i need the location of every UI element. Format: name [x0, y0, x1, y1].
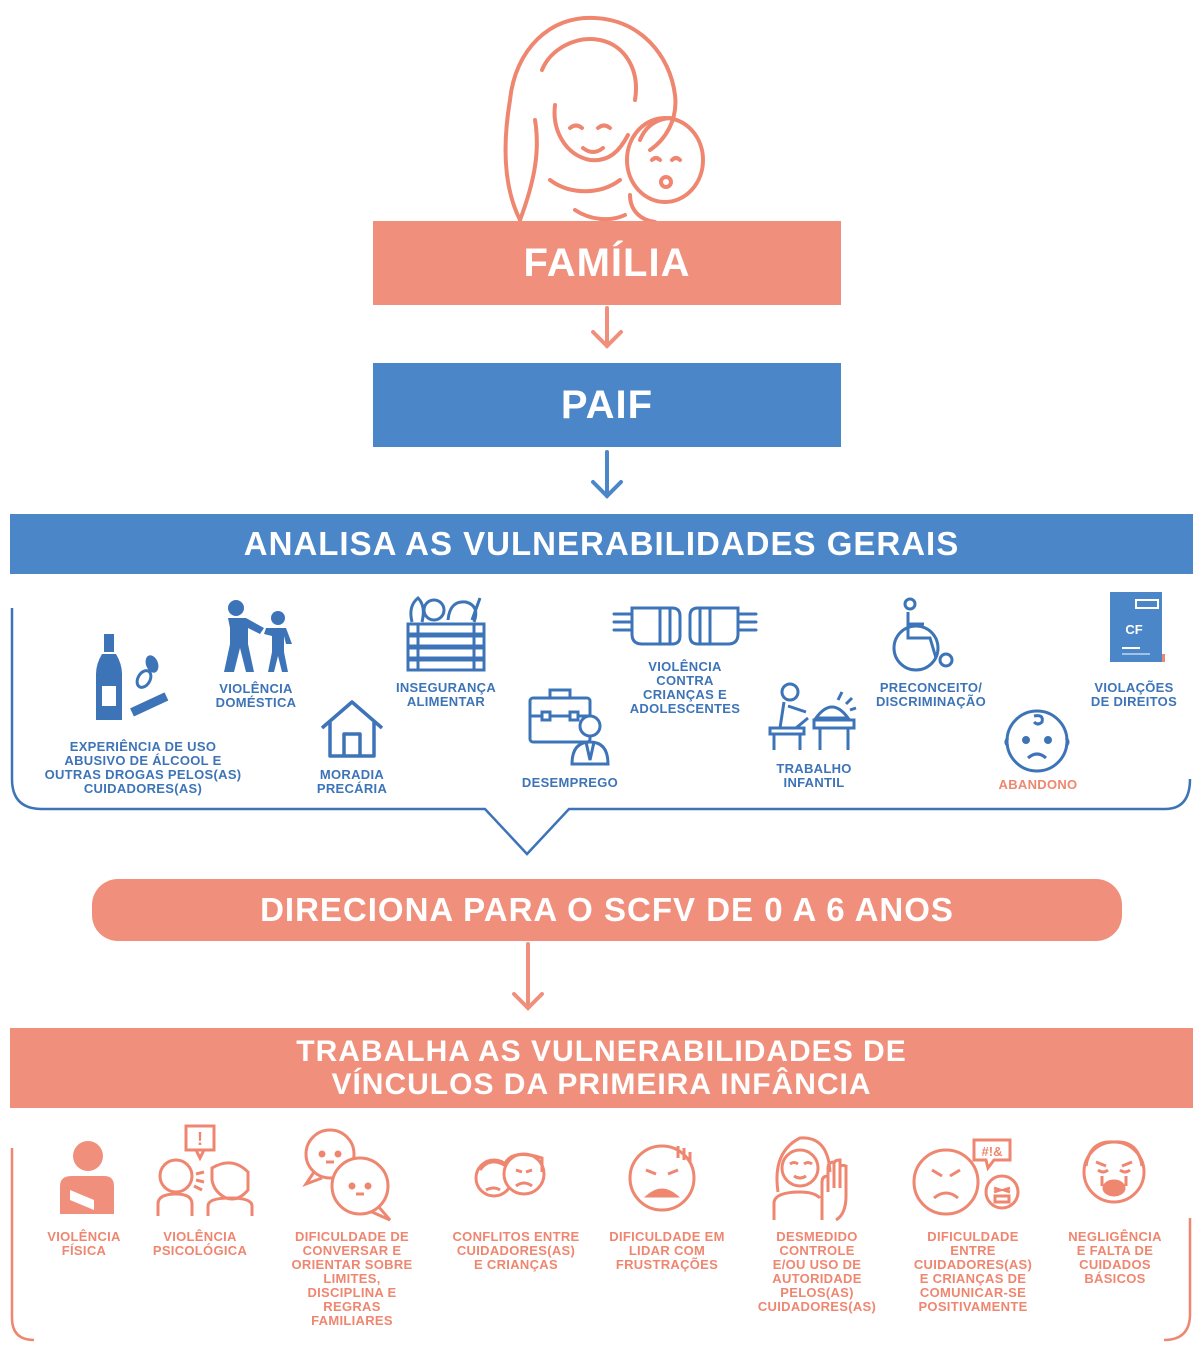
arrow-down-icon [512, 942, 544, 1011]
paif-label: PAIF [373, 363, 841, 447]
bonds-item-label: DIFICULDADE ENTRE CUIDADORES(AS) E CRIAN… [913, 1229, 1033, 1314]
sad-baby-icon [1004, 709, 1070, 773]
mother-baby-illustration [503, 15, 705, 224]
injured-person-icon [60, 1141, 114, 1214]
child-labor-icon [768, 682, 857, 750]
stop-hand-woman-icon [772, 1136, 848, 1222]
bonds-item-label: DIFICULDADE EM LIDAR COM FRUSTRAÇÕES [609, 1229, 725, 1272]
bonds-vulnerabilities-header: TRABALHA AS VULNERABILIDADES DE VÍNCULOS… [10, 1028, 1193, 1108]
general-vulnerabilities-header: ANALISA AS VULNERABILIDADES GERAIS [10, 514, 1193, 574]
bonds-bracket [10, 1148, 1192, 1342]
general-item-label: VIOLÊNCIA CONTRA CRIANÇAS E ADOLESCENTES [629, 659, 741, 716]
family-label: FAMÍLIA [373, 221, 841, 305]
general-item-label: DESEMPREGO [521, 775, 619, 790]
general-bracket [10, 608, 1192, 856]
fists-icon [612, 606, 758, 646]
bonds-item-label: NEGLIGÊNCIA E FALTA DE CUIDADOS BÁSICOS [1068, 1229, 1162, 1286]
general-item-label: PRECONCEITO/ DISCRIMINAÇÃO [875, 680, 987, 709]
direct-label-text: DIRECIONA PARA O SCFV DE 0 A 6 ANOS [260, 891, 954, 928]
arrow-down-icon [591, 450, 623, 499]
bonds-item-label: VIOLÊNCIA PSICOLÓGICA [152, 1229, 248, 1258]
book-cover-text: CF [1125, 622, 1142, 637]
curse-text: #!& [982, 1144, 1003, 1159]
general-item-label: VIOLAÇÕES DE DIREITOS [1090, 680, 1178, 709]
general-item-label: VIOLÊNCIA DOMÉSTICA [215, 681, 297, 710]
general-item-label: ABANDONO [998, 777, 1078, 792]
family-label-text: FAMÍLIA [523, 240, 691, 285]
briefcase-icon [528, 688, 610, 766]
general-header-text: ANALISA AS VULNERABILIDADES GERAIS [243, 525, 960, 562]
general-item-label: MORADIA PRECÁRIA [316, 767, 388, 796]
general-item-label: EXPERIÊNCIA DE USO ABUSIVO DE ÁLCOOL E O… [44, 739, 242, 796]
general-item-label: TRABALHO INFANTIL [776, 761, 852, 790]
bonds-item-label: VIOLÊNCIA FÍSICA [47, 1229, 121, 1258]
crying-child-icon [1082, 1140, 1146, 1204]
chat-bubbles-icon [302, 1128, 392, 1222]
general-item-label: INSEGURANÇA ALIMENTAR [395, 680, 497, 709]
bonds-header-line1: TRABALHA AS VULNERABILIDADES DE [296, 1035, 907, 1068]
paif-label-text: PAIF [560, 382, 654, 427]
bonds-item-label: DIFICULDADE DE CONVERSAR E ORIENTAR SOBR… [291, 1229, 413, 1328]
house-icon [320, 700, 384, 758]
frustrated-face-icon [628, 1144, 696, 1212]
bonds-item-label: DESMEDIDO CONTROLE E/OU USO DE AUTORIDAD… [757, 1229, 877, 1314]
arrow-down-icon [591, 306, 623, 349]
direct-to-scfv-label: DIRECIONA PARA O SCFV DE 0 A 6 ANOS [92, 879, 1122, 941]
food-crate-icon [406, 595, 486, 672]
bonds-header-line2: VÍNCULOS DA PRIMEIRA INFÂNCIA [331, 1068, 872, 1101]
angry-faces-icon: #!& [912, 1138, 1020, 1216]
argument-icon: ! [156, 1124, 254, 1216]
wheelchair-icon [892, 597, 954, 672]
domestic-violence-icon [224, 600, 292, 672]
exclamation-text: ! [197, 1129, 203, 1149]
conflict-faces-icon [474, 1152, 546, 1198]
bonds-item-label: CONFLITOS ENTRE CUIDADORES(AS) E CRIANÇA… [452, 1229, 580, 1272]
alcohol-icon [96, 634, 169, 720]
constitution-book-icon: CF [1110, 592, 1165, 662]
